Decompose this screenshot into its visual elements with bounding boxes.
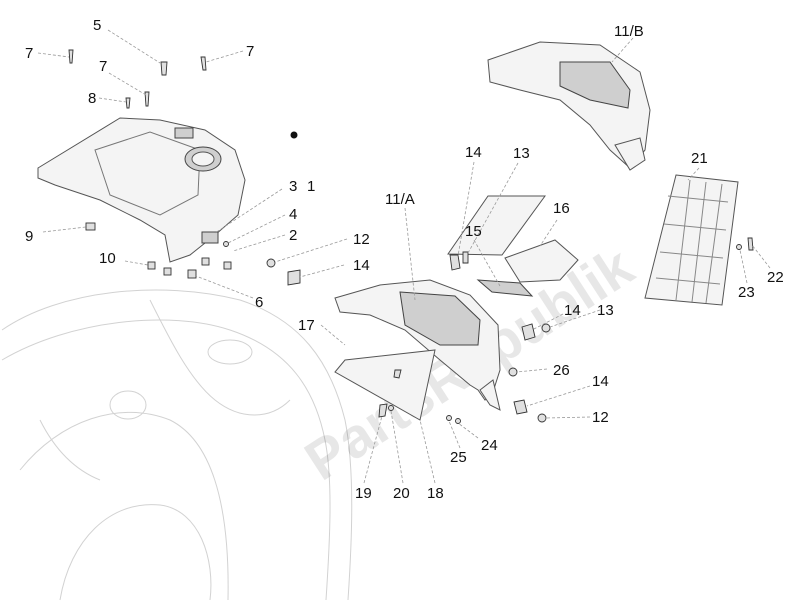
callout-23: 23 — [738, 284, 755, 301]
small-fasteners-left — [68, 49, 298, 279]
callout-3: 3 — [289, 178, 297, 195]
rear-housing-11a — [334, 279, 501, 411]
callout-25: 25 — [450, 449, 467, 466]
callout-7b: 7 — [99, 58, 107, 75]
callout-26: 26 — [553, 362, 570, 379]
light-components — [266, 195, 579, 424]
callout-24: 24 — [481, 437, 498, 454]
callout-20: 20 — [393, 485, 410, 502]
callout-13a: 13 — [513, 145, 530, 162]
rear-housing-11b — [487, 41, 651, 171]
callout-7c: 7 — [246, 43, 254, 60]
callout-13b: 13 — [597, 302, 614, 319]
callout-18: 18 — [427, 485, 444, 502]
callout-14a: 14 — [353, 257, 370, 274]
callout-19: 19 — [355, 485, 372, 502]
callout-15: 15 — [465, 223, 482, 240]
callout-14c: 14 — [564, 302, 581, 319]
callout-21: 21 — [691, 150, 708, 167]
callout-11a: 11/A — [385, 191, 415, 208]
plate-fasteners — [736, 237, 754, 251]
callout-7a: 7 — [25, 45, 33, 62]
callout-8: 8 — [88, 90, 96, 107]
callout-11b: 11/B — [614, 23, 644, 40]
rear-carrier-plate — [37, 117, 246, 263]
callout-4: 4 — [289, 206, 297, 223]
callout-6: 6 — [255, 294, 263, 311]
callout-14b: 14 — [465, 144, 482, 161]
scooter-body-ghost-outline — [1, 289, 353, 601]
license-plate-holder — [644, 174, 739, 306]
callout-9: 9 — [25, 228, 33, 245]
callout-16: 16 — [553, 200, 570, 217]
callout-1: 1 — [307, 178, 315, 195]
callout-14d: 14 — [592, 373, 609, 390]
callout-17: 17 — [298, 317, 315, 334]
callout-12b: 12 — [592, 409, 609, 426]
callout-5: 5 — [93, 17, 101, 34]
callout-12a: 12 — [353, 231, 370, 248]
callout-labels: 5 7 7 7 8 9 3 1 4 2 10 6 12 14 17 11/A 1… — [25, 17, 784, 502]
plate-lamp-panel — [334, 349, 436, 421]
callout-22: 22 — [767, 269, 784, 286]
leader-lines — [37, 29, 771, 484]
callout-2: 2 — [289, 227, 297, 244]
callout-10: 10 — [99, 250, 116, 267]
dot-marker — [290, 131, 298, 139]
